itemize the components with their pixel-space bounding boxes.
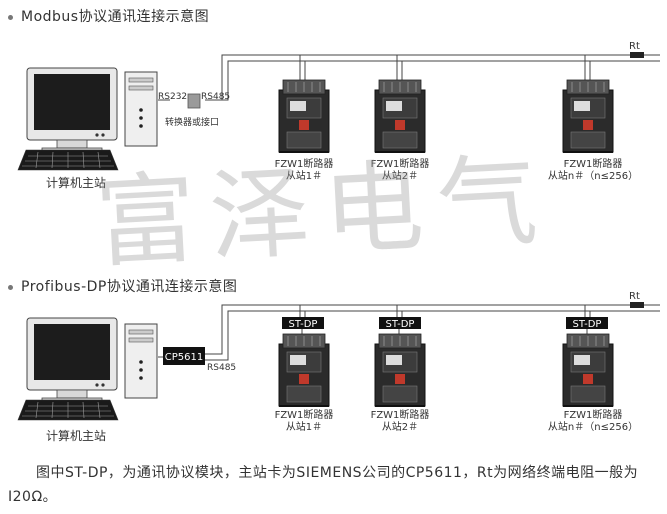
breaker-icon — [374, 79, 426, 153]
diagram2: Rt 计算机主站 CP5611 RS485 ST-DP ST-DP ST-DP … — [17, 291, 660, 443]
breaker-icon — [562, 333, 614, 407]
st-dp-label: ST-DP — [386, 319, 415, 330]
keyboard-icon — [17, 399, 119, 421]
diagram2-title: Profibus-DP协议通讯连接示意图 — [8, 276, 237, 296]
keyboard-icon — [17, 149, 119, 171]
breaker-name: FZW1断路器 — [275, 408, 334, 421]
pc-tower-icon — [124, 323, 158, 399]
cp5611-label: CP5611 — [165, 352, 203, 363]
monitor-icon — [26, 67, 118, 154]
breaker-name: FZW1断路器 — [371, 408, 430, 421]
monitor-icon — [26, 317, 118, 404]
st-dp-module — [566, 317, 608, 329]
pc-label: 计算机主站 — [46, 428, 106, 443]
breaker-station: 从站2＃ — [382, 420, 418, 433]
terminal-resistor — [630, 302, 644, 308]
breaker-station: 从站n＃（n≤256） — [548, 420, 638, 433]
diagram1-title: Modbus协议通讯连接示意图 — [8, 6, 209, 26]
cp5611-card — [163, 347, 205, 365]
st-dp-label: ST-DP — [289, 319, 318, 330]
breaker-name: FZW1断路器 — [564, 408, 623, 421]
rs485-label: RS485 — [201, 92, 230, 102]
breaker-station: 从站1＃ — [286, 169, 322, 182]
diagram1-title-text: Modbus协议通讯连接示意图 — [21, 9, 210, 25]
converter-label: 转换器或接口 — [165, 116, 219, 128]
st-dp-module — [282, 317, 324, 329]
breaker-name: FZW1断路器 — [371, 157, 430, 170]
diagram2-title-text: Profibus-DP协议通讯连接示意图 — [21, 279, 238, 295]
converter-icon — [187, 93, 201, 109]
breaker-icon — [562, 79, 614, 153]
pc-tower-icon — [124, 71, 158, 147]
rs485-label: RS485 — [207, 363, 236, 373]
breaker-station: 从站n＃（n≤256） — [548, 169, 638, 182]
breaker-name: FZW1断路器 — [564, 157, 623, 170]
pc-label: 计算机主站 — [46, 175, 106, 190]
breaker-station: 从站2＃ — [382, 169, 418, 182]
st-dp-label: ST-DP — [573, 319, 602, 330]
st-dp-module — [379, 317, 421, 329]
breaker-icon — [374, 333, 426, 407]
bullet-icon — [8, 284, 13, 290]
rs232-label: RS232 — [158, 92, 187, 102]
caption: 图中ST-DP，为通讯协议模块，主站卡为SIEMENS公司的CP5611，Rt为… — [8, 465, 639, 505]
breaker-icon — [278, 333, 330, 407]
breaker-icon — [278, 79, 330, 153]
breaker-station: 从站1＃ — [286, 420, 322, 433]
breaker-name: FZW1断路器 — [275, 157, 334, 170]
terminal-resistor — [630, 52, 644, 58]
diagram1: Rt 计算机主站 RS232 RS485 转换器或接口 FZW1断路器 从站1＃… — [17, 41, 660, 190]
bullet-icon — [8, 14, 13, 20]
rt-label: Rt — [629, 41, 640, 52]
rt-label: Rt — [629, 291, 640, 302]
